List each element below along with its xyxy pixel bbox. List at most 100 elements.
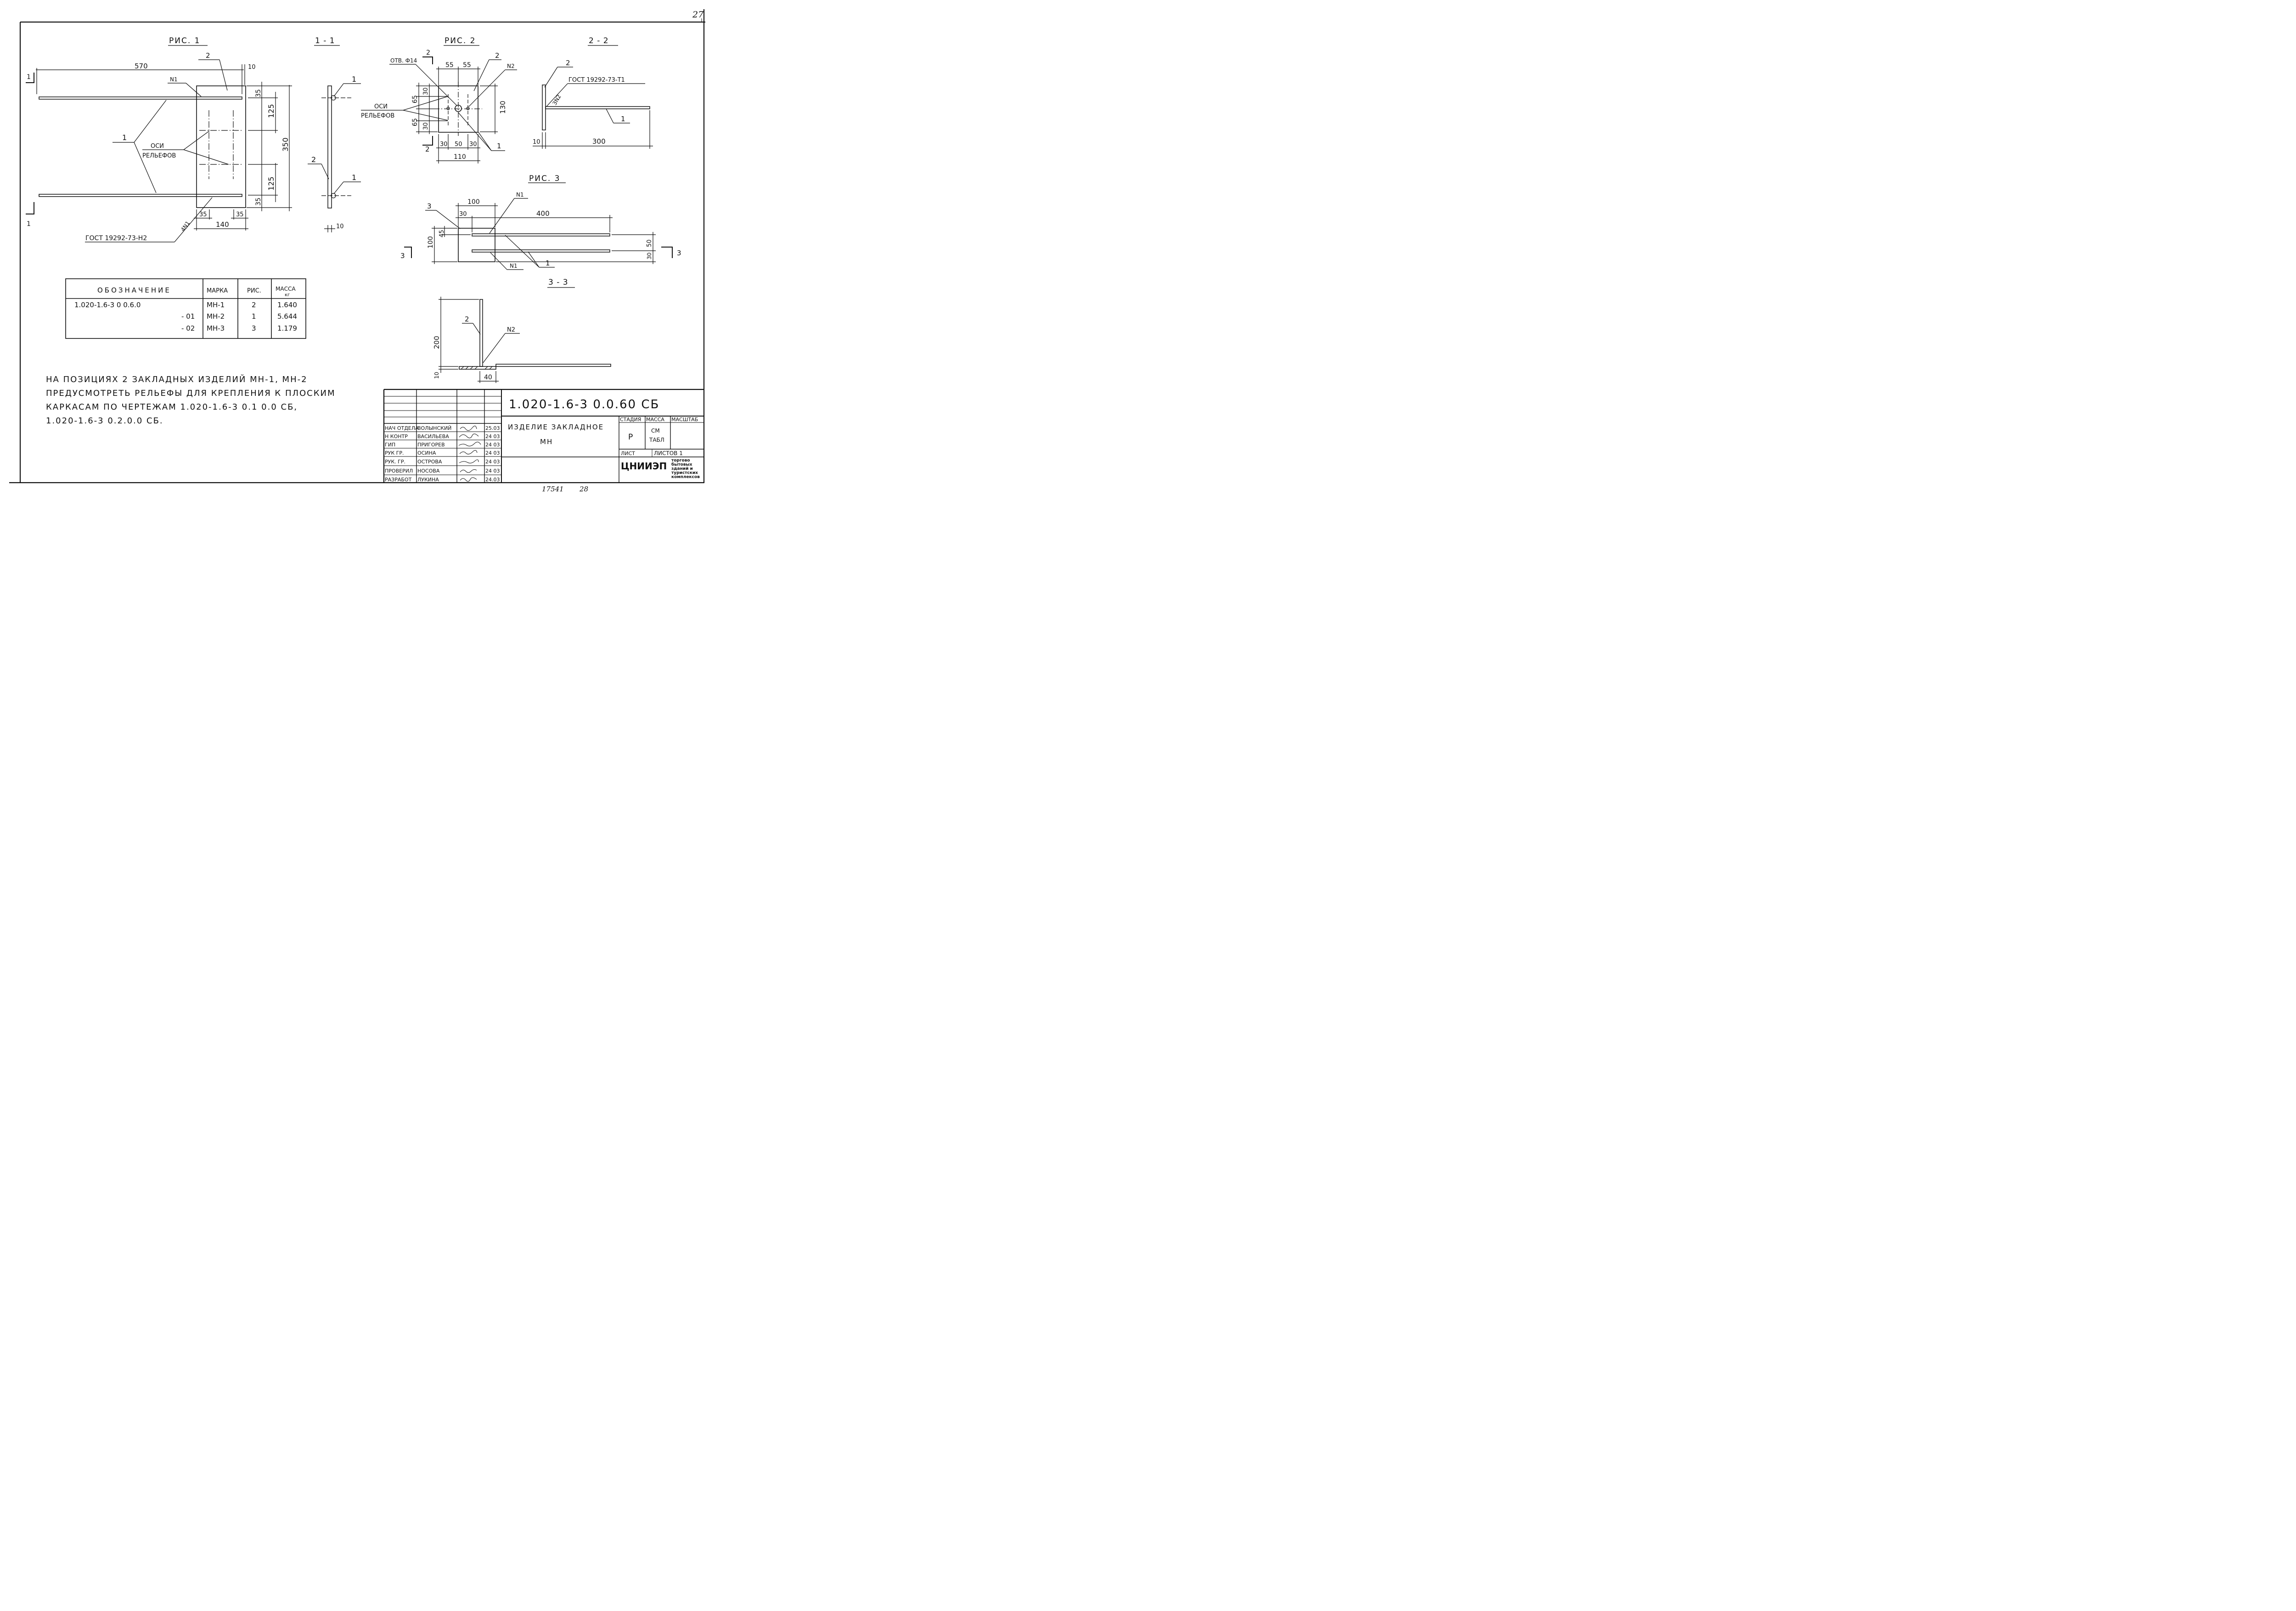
base-plate-section-3-3 bbox=[459, 366, 496, 370]
bar-top-fig1 bbox=[39, 96, 242, 100]
date-1: 25.03 bbox=[485, 425, 500, 431]
figure-1-title: РИС. 1 bbox=[169, 36, 200, 45]
date-3: 24 03 bbox=[485, 442, 500, 448]
figure-2: РИС. 2 ОТВ. Ф14 2 2 55 55 30 65 bbox=[361, 36, 517, 163]
name-7: ЛУКИНА bbox=[417, 477, 439, 483]
dim-10-thickness: 10 bbox=[336, 223, 344, 230]
section-mark-2-bottom: 2 bbox=[425, 145, 430, 153]
dim-30-br: 30 bbox=[469, 141, 477, 148]
date-7: 24.03 bbox=[485, 477, 500, 483]
figure-2-title: РИС. 2 bbox=[445, 36, 476, 45]
signature-rows: НАЧ ОТДЕЛА ВОЛЫНСКИЙ 25.03 Н КОНТР ВАСИЛ… bbox=[385, 425, 500, 483]
section-mark-3-left: 3 bbox=[400, 252, 405, 260]
dim-35-left: 35 bbox=[199, 211, 207, 218]
dim-30-top: 30 bbox=[422, 87, 429, 95]
mass-header: МАССА bbox=[646, 417, 664, 422]
sheet-frame bbox=[9, 9, 705, 484]
callout-position-3: 3 bbox=[427, 202, 432, 210]
section-1-1: 1 - 1 1 2 1 10 bbox=[308, 36, 361, 232]
drawing-sheet: 27 РИС. 1 570 10 1 1 bbox=[0, 0, 720, 503]
section-3-3: 3 - 3 200 10 2 N2 40 bbox=[433, 278, 611, 383]
section-3-3-title: 3 - 3 bbox=[548, 278, 568, 287]
dim-200: 200 bbox=[433, 336, 441, 349]
org-sub-4: туристских bbox=[671, 471, 698, 475]
row3-mass: 1.179 bbox=[277, 324, 297, 332]
row2-mark: МН-2 bbox=[207, 312, 225, 321]
row2-fig: 1 bbox=[252, 312, 256, 321]
name-4: ОСИНА bbox=[417, 450, 436, 456]
drawing-canvas: 27 РИС. 1 570 10 1 1 bbox=[9, 9, 705, 493]
section-mark-1-bottom: 1 bbox=[27, 220, 31, 228]
dim-65-bottom: 65 bbox=[411, 118, 419, 126]
note-line-4: 1.020-1.6-3 0.2.0.0 СБ. bbox=[46, 416, 163, 426]
sheet-number: 27 bbox=[692, 10, 704, 20]
header-fig: РИС. bbox=[247, 287, 261, 294]
dim-30: 30 bbox=[459, 211, 467, 218]
callout-weld-3n2: 3N2 bbox=[551, 93, 562, 106]
header-mass-unit: кг bbox=[285, 293, 290, 298]
axes-label-line1: ОСИ bbox=[151, 143, 164, 150]
dim-125-bottom: 125 bbox=[267, 176, 276, 191]
dim-125-top: 125 bbox=[267, 104, 276, 118]
plate-fig3 bbox=[458, 228, 495, 262]
org-sub-1: торгово bbox=[671, 458, 690, 463]
page-number: 28 bbox=[579, 485, 588, 493]
callout-position-2-s33: 2 bbox=[465, 315, 469, 323]
callout-position-2-fig2: 2 bbox=[495, 51, 500, 60]
dim-110: 110 bbox=[454, 153, 466, 161]
row2-mass: 5.644 bbox=[277, 312, 297, 321]
title-block: 1.020-1.6-3 0.0.60 СБ ИЗДЕЛИЕ ЗАКЛАДНОЕ … bbox=[383, 389, 704, 483]
axes-label-line2: РЕЛЬЕФОВ bbox=[142, 152, 176, 159]
plate-section-1-1 bbox=[327, 85, 332, 208]
row2-designation: - 01 bbox=[181, 312, 195, 321]
dim-50: 50 bbox=[646, 239, 653, 247]
note-block: НА ПОЗИЦИЯХ 2 ЗАКЛАДНЫХ ИЗДЕЛИЙ МН-1, МН… bbox=[46, 374, 335, 426]
dim-35-right: 35 bbox=[236, 211, 244, 218]
dim-35-top: 35 bbox=[255, 89, 262, 97]
sheet-label: ЛИСТ bbox=[621, 451, 635, 456]
row1-fig: 2 bbox=[252, 301, 256, 309]
date-6: 24 03 bbox=[485, 468, 500, 474]
dim-40: 40 bbox=[484, 374, 492, 381]
dim-30-right: 30 bbox=[646, 253, 653, 259]
dim-130: 130 bbox=[499, 101, 507, 114]
callout-position-1: 1 bbox=[122, 133, 127, 142]
org-sub-2: бытовых bbox=[671, 462, 692, 467]
stage-header: СТАДИЯ bbox=[620, 417, 641, 422]
dim-10-s33: 10 bbox=[433, 372, 440, 379]
scale-header: МАСШТАБ bbox=[671, 417, 698, 422]
bar-section-3-3 bbox=[495, 364, 611, 367]
date-2: 24 03 bbox=[485, 434, 500, 439]
bar-top-fig3 bbox=[472, 233, 610, 237]
spec-table: ОБОЗНАЧЕНИЕ МАРКА РИС. МАССА кг 1.020-1.… bbox=[65, 278, 306, 339]
callout-weld-n1-top: N1 bbox=[516, 192, 524, 198]
dim-100-top: 100 bbox=[467, 198, 480, 206]
row1-mark: МН-1 bbox=[207, 301, 225, 309]
name-3: ПРИГОРЕВ bbox=[417, 442, 445, 448]
dim-10-s22: 10 bbox=[533, 139, 540, 146]
role-6: ПРОВЕРИЛ bbox=[385, 468, 413, 474]
row3-mark: МН-3 bbox=[207, 324, 225, 332]
role-1: НАЧ ОТДЕЛА bbox=[385, 425, 419, 431]
org-sub-3: зданий и bbox=[671, 467, 693, 471]
date-5: 24 03 bbox=[485, 459, 500, 465]
sheets-count: ЛИСТОВ 1 bbox=[654, 450, 683, 456]
callout-weld-n1: N1 bbox=[170, 76, 178, 83]
dim-35-bottom: 35 bbox=[255, 197, 262, 206]
name-1: ВОЛЫНСКИЙ bbox=[417, 425, 451, 431]
callout-position-2: 2 bbox=[311, 155, 316, 164]
dim-55-left: 55 bbox=[445, 62, 454, 69]
row3-designation: - 02 bbox=[181, 324, 195, 332]
figure-3-title: РИС. 3 bbox=[529, 174, 560, 183]
plate-section-3-3 bbox=[479, 299, 483, 367]
role-7: РАЗРАБОТ bbox=[385, 477, 412, 483]
section-mark-1-top: 1 bbox=[27, 73, 31, 81]
dim-300: 300 bbox=[592, 137, 606, 146]
signature-scribbles bbox=[458, 426, 481, 482]
callout-position-1-fig3: 1 bbox=[546, 259, 550, 267]
callout-position-1-top: 1 bbox=[352, 75, 356, 84]
header-mass: МАССА bbox=[276, 286, 296, 292]
org-sub-5: комплексов bbox=[671, 475, 700, 479]
mass-value-line1: СМ bbox=[651, 428, 660, 434]
dim-50: 50 bbox=[455, 141, 462, 148]
